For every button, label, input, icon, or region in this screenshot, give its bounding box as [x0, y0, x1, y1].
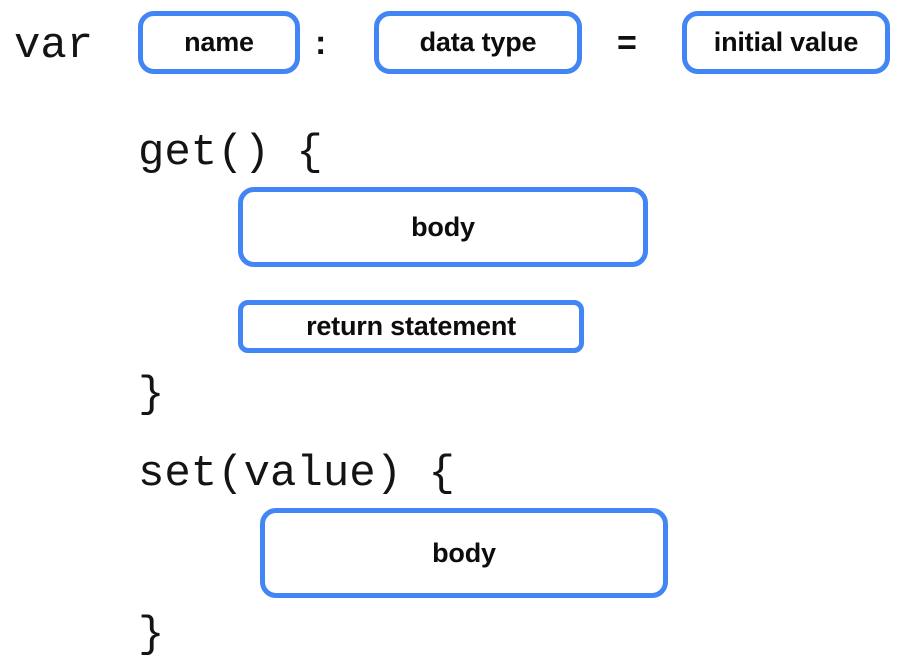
- setter-close-brace: }: [138, 610, 165, 660]
- setter-header: set(value) {: [138, 449, 455, 499]
- slot-getter-body[interactable]: body: [238, 187, 648, 267]
- getter-header: get() {: [138, 128, 323, 178]
- slot-initial-value-label: initial value: [713, 27, 859, 57]
- slot-getter-body-label: body: [411, 211, 475, 242]
- slot-name-label: name: [184, 27, 254, 57]
- equals-operator: =: [617, 24, 637, 62]
- slot-setter-body-label: body: [432, 537, 496, 568]
- slot-initial-value[interactable]: initial value: [682, 11, 890, 74]
- keyword-var: var: [14, 21, 94, 71]
- slot-setter-body[interactable]: body: [260, 508, 668, 598]
- slot-name[interactable]: name: [138, 11, 300, 74]
- slot-return-statement-label: return statement: [306, 311, 516, 341]
- colon-operator: :: [315, 24, 327, 62]
- slot-data-type-label: data type: [419, 27, 537, 57]
- slot-data-type[interactable]: data type: [374, 11, 582, 74]
- getter-close-brace: }: [138, 370, 165, 420]
- slot-return-statement[interactable]: return statement: [238, 300, 584, 353]
